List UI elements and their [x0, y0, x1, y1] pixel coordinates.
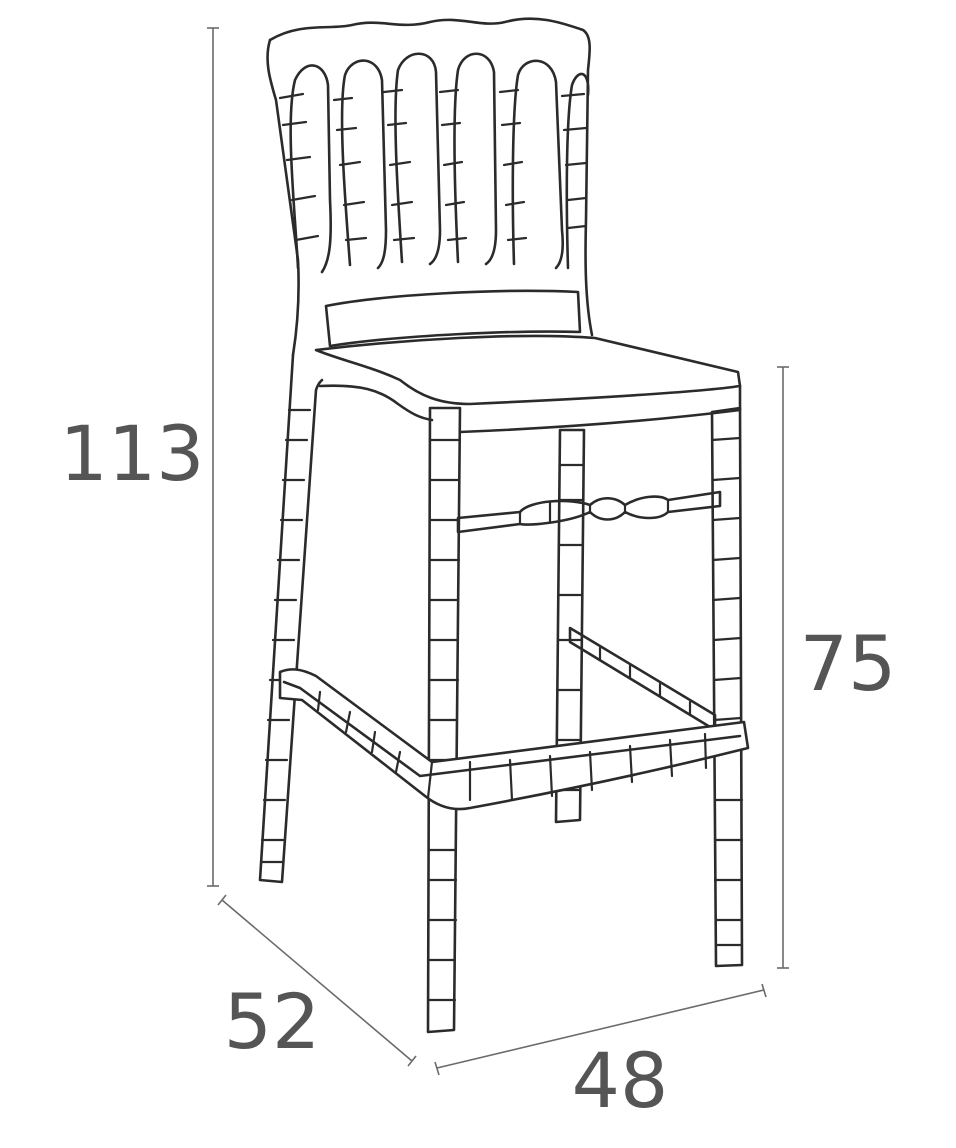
label-depth: 52	[224, 977, 321, 1066]
backrest	[266, 17, 594, 357]
seat	[314, 334, 742, 434]
dimension-depth	[217, 894, 417, 1067]
front-right-leg	[710, 406, 744, 968]
dimension-height-total	[207, 27, 219, 887]
label-height-total: 113	[59, 409, 204, 498]
label-seat-height: 75	[800, 619, 897, 708]
label-width: 48	[572, 1036, 669, 1125]
front-stretcher	[456, 490, 722, 534]
rear-footrest	[568, 626, 717, 732]
front-left-leg	[426, 406, 462, 1034]
dimension-seat-height	[777, 366, 789, 969]
dimension-width	[434, 983, 767, 1076]
rear-left-leg	[258, 353, 324, 884]
front-footrest	[278, 668, 750, 811]
chair-illustration	[258, 17, 750, 1034]
